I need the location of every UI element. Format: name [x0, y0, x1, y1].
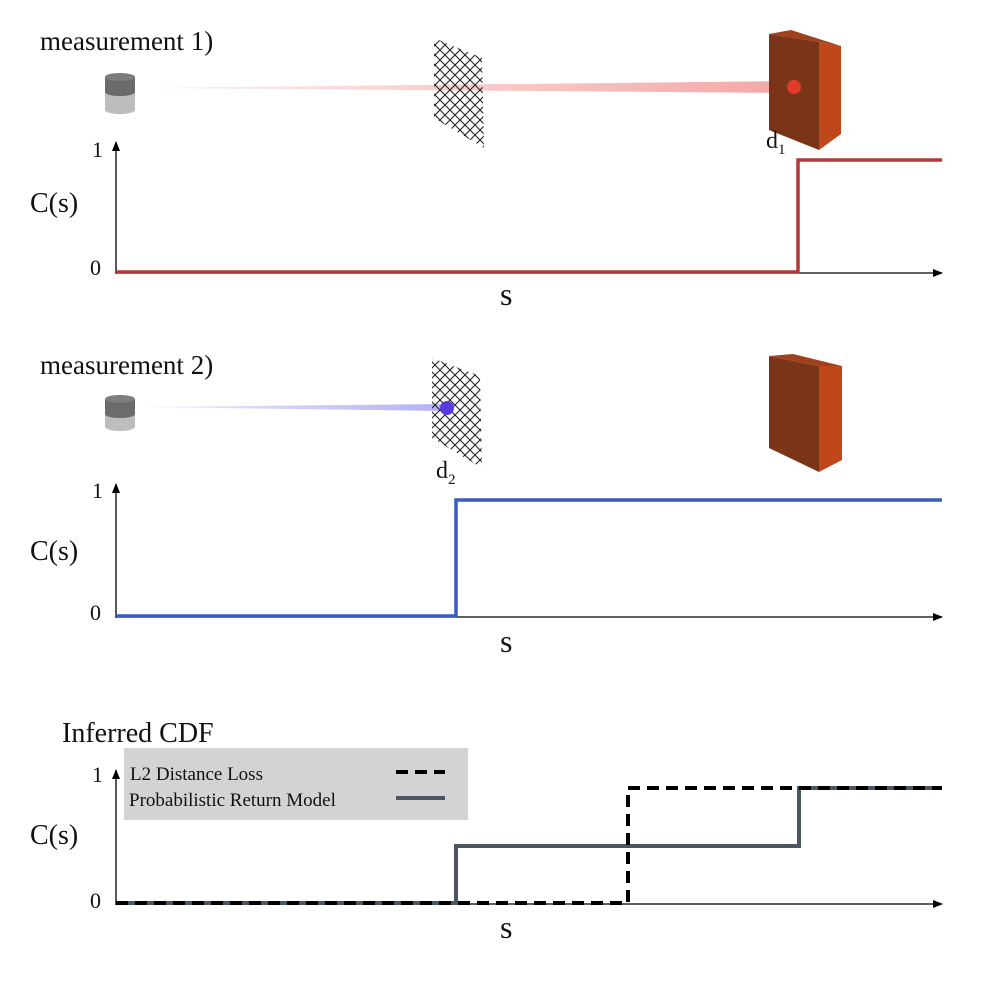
y-tick-0: 0	[90, 888, 101, 913]
lidar-sensor-icon	[105, 73, 135, 114]
y-axis-label: C(s)	[30, 188, 78, 219]
y-axis-label: C(s)	[30, 536, 78, 567]
l2-distance-loss-line	[116, 786, 942, 905]
cdf-step-line	[116, 158, 942, 274]
cdf-step-line	[116, 498, 942, 618]
legend-l2-label: L2 Distance Loss	[130, 764, 263, 785]
wall-icon	[769, 30, 841, 150]
measurement-2-panel: measurement 2) d2 1 0 C(s) s	[30, 350, 943, 659]
x-axis-label: s	[500, 623, 512, 659]
x-axis-label: s	[500, 276, 512, 312]
measurement-1-panel: measurement 1) d1 1 0 C(s) s	[30, 26, 943, 312]
distance-marker-label: d2	[436, 458, 456, 488]
y-tick-0: 0	[90, 255, 101, 280]
legend: L2 Distance Loss Probabilistic Return Mo…	[124, 748, 468, 820]
y-tick-0: 0	[90, 600, 101, 625]
distance-marker-label: d1	[766, 128, 786, 158]
panel-title: measurement 2)	[40, 350, 213, 380]
wall-icon	[769, 354, 842, 472]
legend-prob-label: Probabilistic Return Model	[129, 790, 336, 811]
y-tick-1: 1	[92, 762, 103, 787]
panel-title: measurement 1)	[40, 26, 213, 56]
y-tick-1: 1	[92, 478, 103, 503]
mesh-screen-icon	[434, 38, 484, 148]
mesh-screen-icon	[432, 358, 482, 468]
hit-point	[440, 401, 454, 415]
hit-point	[787, 80, 801, 94]
inferred-cdf-panel: Inferred CDF 1 0 C(s) s L2 Distance Loss…	[30, 718, 943, 945]
panel-title: Inferred CDF	[62, 718, 214, 749]
y-axis-label: C(s)	[30, 820, 78, 851]
laser-beam	[140, 404, 447, 411]
x-axis-label: s	[500, 909, 512, 945]
y-tick-1: 1	[92, 137, 103, 162]
lidar-sensor-icon	[105, 395, 135, 431]
